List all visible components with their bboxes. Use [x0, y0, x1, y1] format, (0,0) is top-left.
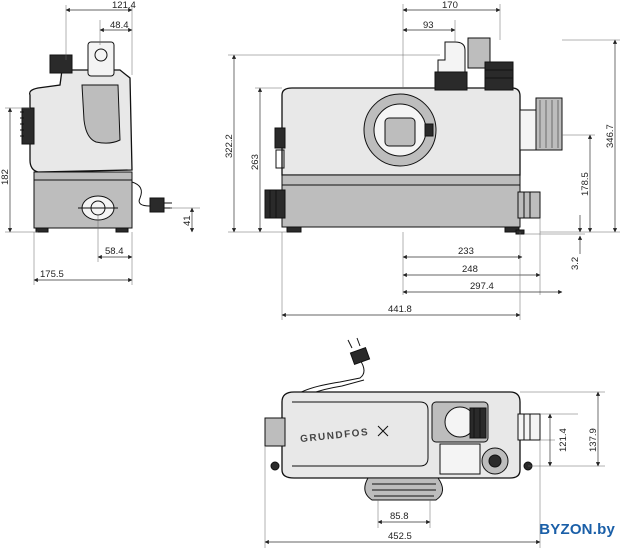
- side-view: 121.4 48.4 182 41 58.4 175.5: [0, 0, 200, 285]
- dim-front-w-441: 441.8: [388, 304, 412, 315]
- front-right-inlet: [517, 191, 541, 219]
- top-left-inlet: [264, 417, 286, 447]
- dim-front-h-178: 178.5: [580, 172, 591, 196]
- front-top-fitting: [467, 37, 491, 69]
- dim-top-w-452: 452.5: [388, 531, 412, 542]
- front-elbow-nut: [434, 71, 468, 91]
- side-cover-panel: [81, 84, 121, 144]
- dim-front-h-346: 346.7: [605, 124, 616, 148]
- side-tank: [33, 171, 133, 229]
- front-tank: [281, 174, 521, 228]
- dim-front-h-3: 3.2: [570, 257, 581, 270]
- dim-top-w-85: 85.8: [390, 511, 409, 522]
- top-view: GRUNDFOS 121.4 137.9 85.8: [264, 337, 605, 548]
- dim-front-w-297: 297.4: [470, 281, 494, 292]
- dim-front-top-93: 93: [423, 20, 434, 31]
- dim-front-top-170: 170: [442, 0, 458, 11]
- front-elbow: [437, 41, 466, 76]
- dim-side-height: 182: [0, 169, 11, 185]
- dim-side-inlet-height: 41: [182, 215, 193, 226]
- top-plug: [349, 346, 371, 366]
- dim-front-w-233: 233: [458, 246, 474, 257]
- top-bellows: [364, 477, 443, 501]
- front-side-fitting: [535, 97, 563, 151]
- side-plug: [149, 197, 165, 213]
- watermark: BYZON.by: [539, 521, 615, 538]
- side-cable: [131, 181, 151, 207]
- dim-top-w-137: 137.9: [588, 428, 599, 452]
- dim-front-height-body: 263: [250, 154, 261, 170]
- dim-side-depth: 175.5: [40, 269, 64, 280]
- dim-side-width-top: 121.4: [112, 0, 136, 11]
- side-outlet-pipe: [87, 41, 115, 77]
- top-right-outlet: [517, 413, 541, 441]
- dim-side-outlet-offset: 48.4: [110, 20, 129, 31]
- front-right-nut: [484, 61, 514, 91]
- dim-front-w-248: 248: [462, 264, 478, 275]
- dim-top-w-121: 121.4: [558, 428, 569, 452]
- dim-front-height-total: 322.2: [224, 134, 235, 158]
- front-view: 170 93 322.2 263 346.7 178.5 3.2 233 248…: [224, 0, 620, 320]
- dim-side-inlet-offset: 58.4: [105, 246, 124, 257]
- watermark-main: BYZON.by: [539, 521, 615, 538]
- front-left-inlet: [264, 189, 286, 219]
- side-outlet-ring: [94, 48, 108, 62]
- side-outlet-left: [49, 54, 73, 74]
- side-inlet-fitting: [21, 107, 35, 145]
